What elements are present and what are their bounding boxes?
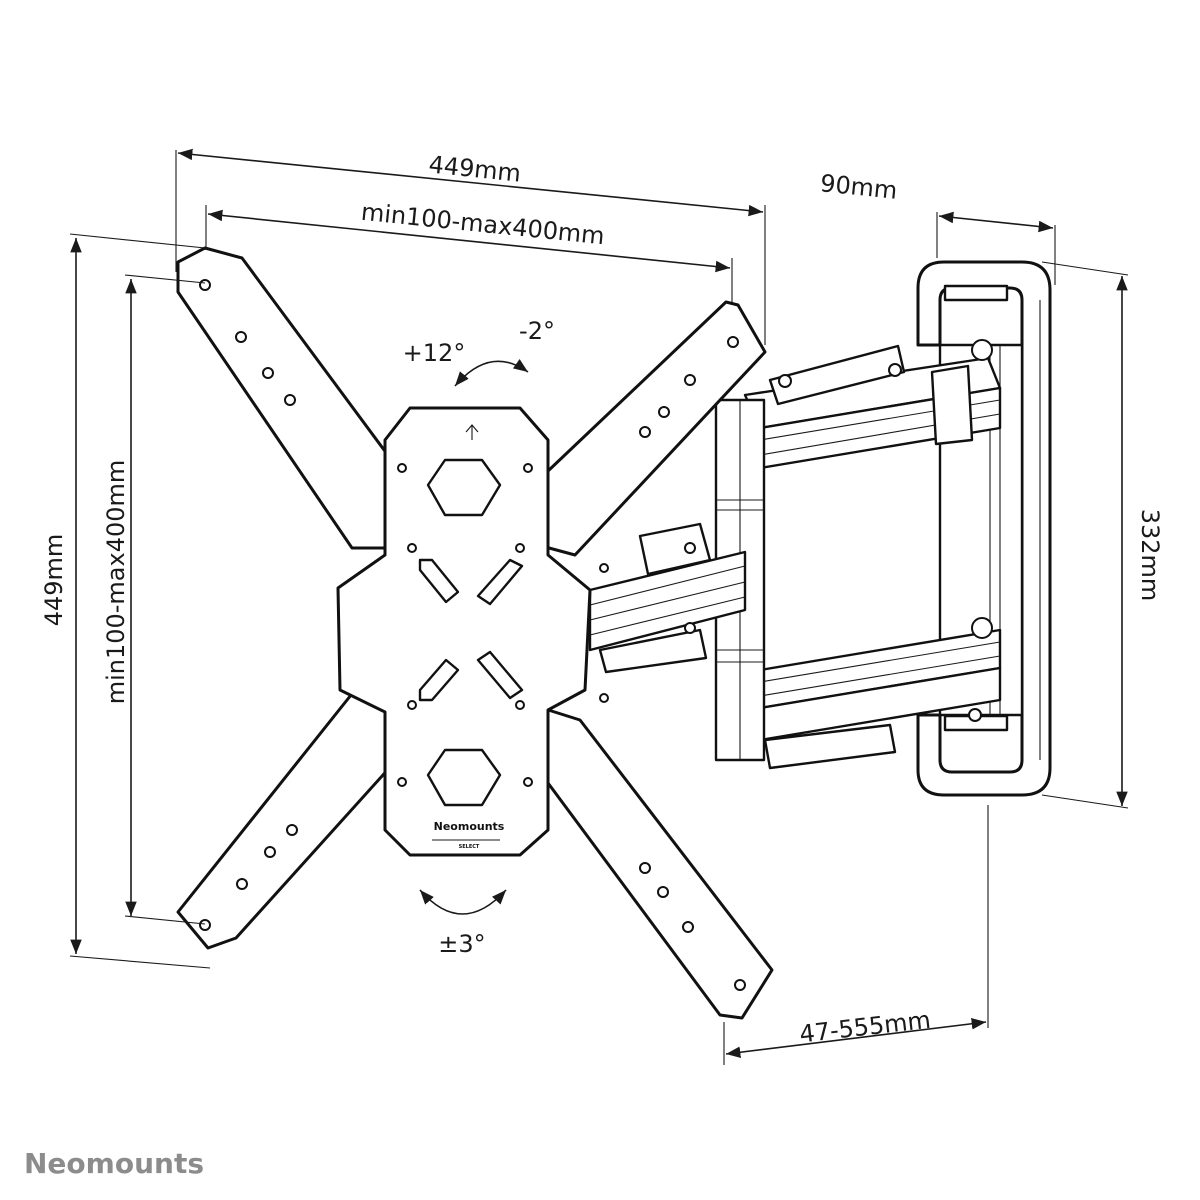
dimension-vesa-vertical bbox=[124, 274, 206, 925]
arm-lower bbox=[758, 617, 1002, 770]
brand-logo-text: Neomounts bbox=[24, 1147, 204, 1180]
dimension-extension-label: 47-555mm bbox=[798, 1006, 932, 1049]
dimension-depth bbox=[936, 211, 1056, 285]
dimension-wall-plate-height bbox=[1041, 261, 1129, 809]
vesa-arm-top-left bbox=[176, 246, 412, 550]
dimension-overall-height-label: 449mm bbox=[40, 534, 68, 627]
dimension-vesa-horizontal bbox=[205, 205, 733, 302]
dimension-extension bbox=[723, 805, 989, 1065]
vesa-arm-bottom-left bbox=[176, 688, 412, 950]
plate-logo-subtext: SELECT bbox=[459, 844, 480, 850]
center-plate bbox=[336, 406, 609, 857]
dimension-overall-width bbox=[175, 148, 766, 345]
tilt-up-label: +12° bbox=[403, 339, 466, 367]
dimension-wall-plate-height-label: 332mm bbox=[1136, 509, 1164, 602]
rotation-label: ±3° bbox=[438, 930, 485, 958]
plate-logo-text: Neomounts bbox=[434, 820, 505, 833]
arm-middle bbox=[588, 522, 747, 674]
rotation-arrow-icon bbox=[419, 889, 507, 915]
dimension-vesa-vertical-label: min100-max400mm bbox=[102, 460, 130, 705]
arm-upper bbox=[743, 339, 1002, 470]
dimension-overall-height bbox=[69, 233, 211, 969]
dimension-depth-label: 90mm bbox=[819, 169, 899, 205]
dimension-overall-width-label: 449mm bbox=[427, 150, 522, 187]
tilt-down-label: -2° bbox=[519, 317, 555, 345]
tilt-arrow-icon bbox=[454, 358, 529, 387]
